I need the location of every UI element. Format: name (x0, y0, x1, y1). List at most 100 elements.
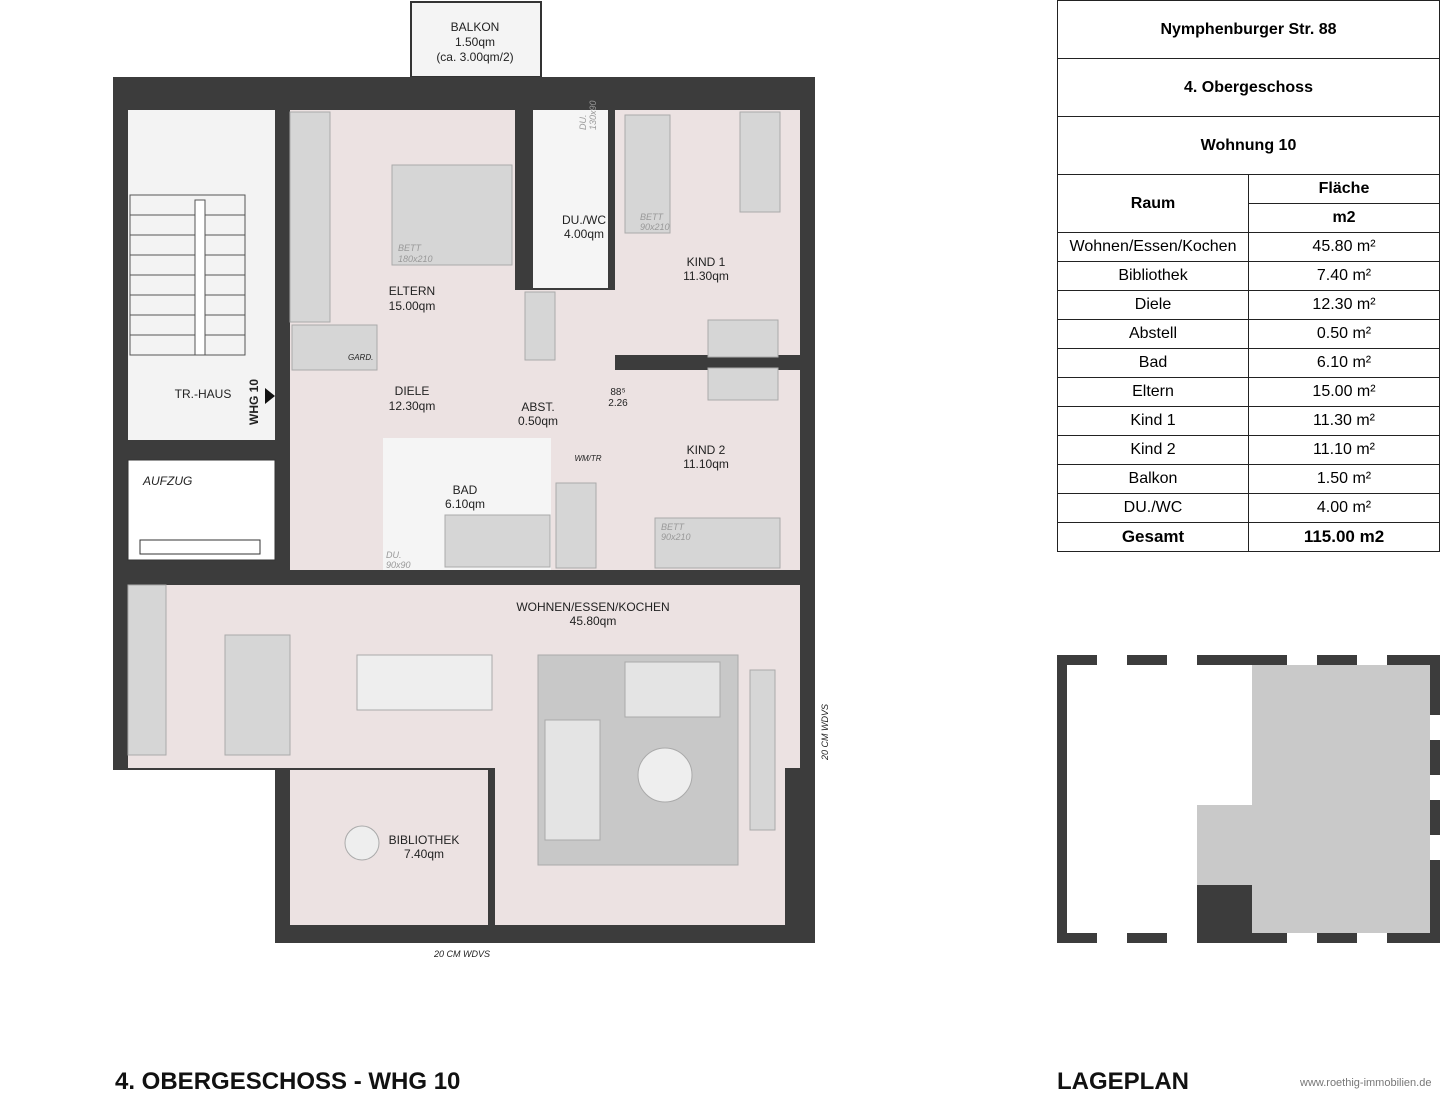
balkon-area: 1.50qm (455, 35, 495, 49)
lageplan-highlight-lower (1197, 805, 1252, 885)
area-cell: 6.10 m² (1248, 348, 1440, 378)
whg-label: WHG 10 (247, 379, 261, 425)
address: Nymphenburger Str. 88 (1057, 0, 1440, 59)
bett3-label: BETT (661, 522, 686, 532)
garderobe (291, 324, 378, 371)
desk-kind1 (707, 319, 779, 358)
tv-board (749, 669, 776, 831)
bed-kind2 (654, 517, 781, 569)
wdvs-right: 20 CM WDVS (820, 704, 830, 761)
cabinet-kind2 (555, 482, 597, 569)
diele-name: DIELE (395, 384, 430, 398)
du1-label: DU. (578, 115, 588, 131)
sofa-side (544, 719, 601, 841)
lageplan-title: LAGEPLAN (1057, 1068, 1189, 1095)
total-value: 115.00 m2 (1248, 522, 1440, 552)
room-cell: Balkon (1057, 464, 1249, 494)
bett1-size: 180x210 (398, 254, 433, 264)
area-cell: 15.00 m² (1248, 377, 1440, 407)
duwc-name: DU./WC (562, 213, 606, 227)
area-cell: 4.00 m² (1248, 493, 1440, 523)
lageplan-highlight (1252, 665, 1430, 933)
col-room: Raum (1057, 174, 1249, 233)
bett2-label: BETT (640, 212, 665, 222)
unit: Wohnung 10 (1057, 116, 1440, 175)
room-duwc (533, 110, 608, 288)
bathtub (444, 514, 551, 568)
gard-label: GARD. (348, 353, 373, 362)
area-table: Nymphenburger Str. 88 4. Obergeschoss Wo… (1057, 0, 1440, 552)
room-cell: DU./WC (1057, 493, 1249, 523)
area-cell: 1.50 m² (1248, 464, 1440, 494)
area-cell: 7.40 m² (1248, 261, 1440, 291)
room-cell: Bad (1057, 348, 1249, 378)
kind1-name: KIND 1 (687, 255, 726, 269)
bed-kind1 (624, 114, 671, 234)
balkon-name: BALKON (451, 20, 500, 34)
cabinet-diele (524, 291, 556, 361)
aufzug (127, 459, 276, 561)
room-cell: Abstell (1057, 319, 1249, 349)
bad-area: 6.10qm (445, 497, 485, 511)
area-cell: 45.80 m² (1248, 232, 1440, 262)
room-cell: Kind 1 (1057, 406, 1249, 436)
bibliothek-area: 7.40qm (404, 847, 444, 861)
total-label: Gesamt (1057, 522, 1249, 552)
room-cell: Wohnen/Essen/Kochen (1057, 232, 1249, 262)
room-cell: Eltern (1057, 377, 1249, 407)
room-cell: Diele (1057, 290, 1249, 320)
desk-kind2 (707, 367, 779, 401)
kitchen-island (224, 634, 291, 756)
diele-area: 12.30qm (389, 399, 436, 413)
bibliothek-name: BIBLIOTHEK (389, 833, 460, 847)
website-url: www.roethig-immobilien.de (1300, 1077, 1432, 1089)
plan-title: 4. OBERGESCHOSS - WHG 10 (115, 1068, 461, 1095)
kind2-area: 11.10qm (683, 457, 729, 471)
floor: 4. Obergeschoss (1057, 58, 1440, 117)
wdvs-bottom: 20 CM WDVS (433, 949, 490, 959)
area-cell: 0.50 m² (1248, 319, 1440, 349)
room-cell: Bibliothek (1057, 261, 1249, 291)
area-cell: 12.30 m² (1248, 290, 1440, 320)
du1-size: 130x90 (588, 100, 598, 130)
entrance-arrow-icon (265, 388, 275, 404)
balkon (410, 1, 542, 78)
du2-size: 90x90 (386, 560, 411, 570)
kind1-area: 11.30qm (683, 269, 729, 283)
balkon-note: (ca. 3.00qm/2) (436, 50, 513, 64)
door-dim-bottom: 2.26 (608, 398, 628, 409)
coffee-table (637, 747, 693, 803)
bett3-size: 90x210 (661, 532, 691, 542)
col-unit: m2 (1248, 203, 1440, 233)
bett1-label: BETT (398, 243, 423, 253)
room-bibliothek (290, 770, 488, 925)
bed-double (391, 164, 513, 266)
dining-table (356, 654, 493, 711)
du2-label: DU. (386, 550, 402, 560)
stairs (129, 194, 246, 356)
eltern-name: ELTERN (389, 284, 435, 298)
abst-area: 0.50qm (518, 414, 558, 428)
lageplan-map (1057, 655, 1440, 943)
door-dim-top: 88⁵ (610, 387, 625, 398)
wardrobe (289, 111, 331, 323)
abst-name: ABST. (521, 400, 554, 414)
kind2-name: KIND 2 (687, 443, 726, 457)
sofa (624, 661, 721, 718)
wmtr-label: WM/TR (574, 454, 601, 463)
wohnen-area: 45.80qm (570, 614, 617, 628)
furniture (127, 111, 781, 866)
bad-name: BAD (453, 483, 478, 497)
side-table (344, 825, 380, 861)
trhaus-name: TR.-HAUS (175, 387, 232, 401)
floor-plan: BALKON 1.50qm (ca. 3.00qm/2) ELTERN 15.0… (113, 1, 830, 959)
